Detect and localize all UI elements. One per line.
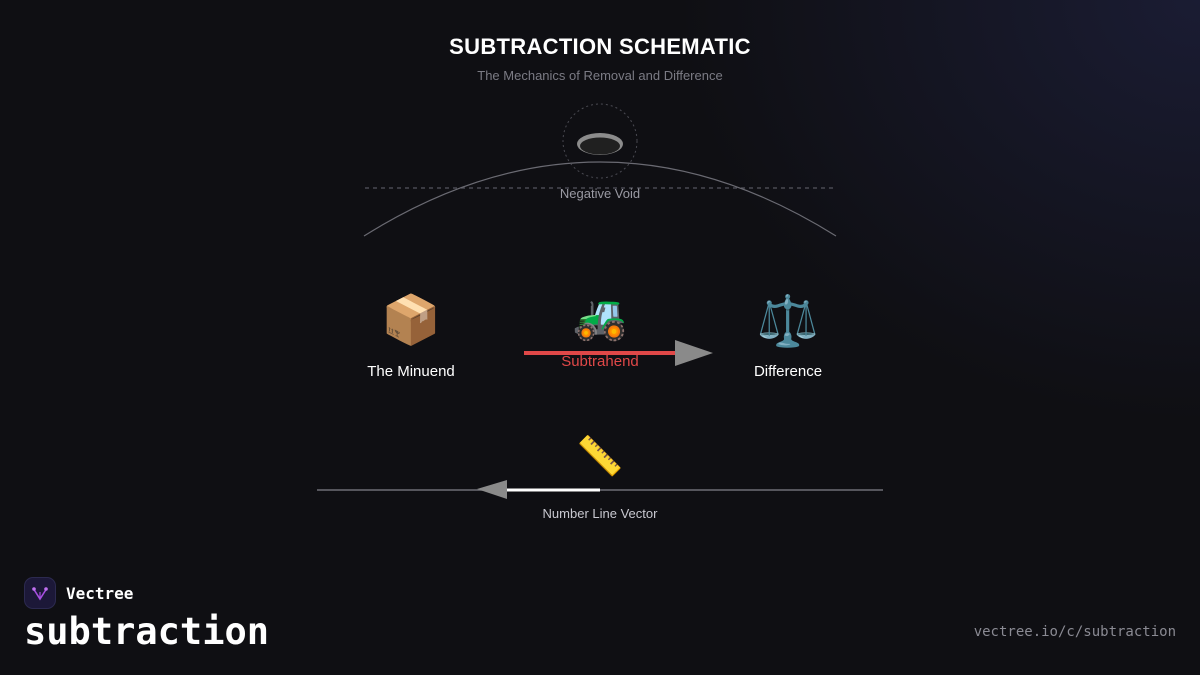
topic-url[interactable]: vectree.io/c/subtraction <box>973 624 1176 640</box>
page-title: SUBTRACTION SCHEMATIC <box>449 34 751 59</box>
tractor-icon: 🚜 <box>572 292 628 343</box>
number-line-arrow-head <box>477 480 507 499</box>
minuend-label: The Minuend <box>367 363 455 380</box>
ruler-icon: 📏 <box>576 434 624 478</box>
topic-title: subtraction <box>24 610 270 653</box>
difference-label: Difference <box>753 363 823 380</box>
subtrahend-label: Subtrahend <box>561 353 639 370</box>
void-circle <box>562 103 638 179</box>
void-arc <box>363 161 837 237</box>
package-icon: 📦 <box>381 292 441 348</box>
subtraction-arrow-head <box>675 340 713 366</box>
balance-scale-icon: ⚖️ <box>756 292 820 350</box>
page-subtitle: The Mechanics of Removal and Difference <box>477 68 723 83</box>
hole-icon <box>577 133 623 155</box>
vectree-logo-icon <box>24 577 56 609</box>
brand-name: Vectree <box>66 583 134 603</box>
void-label: Negative Void <box>559 186 641 201</box>
number-line-label: Number Line Vector <box>542 506 658 521</box>
brand: Vectree <box>24 577 133 609</box>
